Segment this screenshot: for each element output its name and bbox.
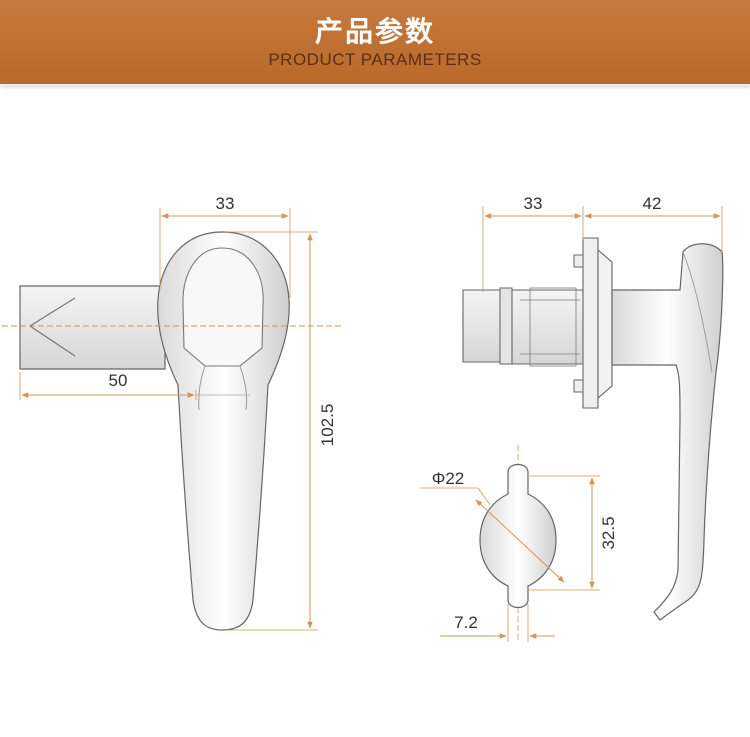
dim-side-shaft: 33 xyxy=(524,194,543,213)
front-shaft xyxy=(19,285,166,370)
cam-profile xyxy=(479,463,557,609)
page-subtitle: PRODUCT PARAMETERS xyxy=(268,50,482,69)
side-view: 33 42 xyxy=(462,194,724,621)
side-shaft xyxy=(511,289,584,365)
cam-end-view: Φ22 32.5 7.2 xyxy=(420,445,618,642)
side-handle xyxy=(611,243,724,621)
dim-front-shaft: 50 xyxy=(109,371,128,390)
dim-front-height: 102.5 xyxy=(318,404,337,447)
dim-front-width: 33 xyxy=(216,194,235,213)
side-flange xyxy=(582,237,599,409)
side-cam xyxy=(462,289,501,363)
header-divider xyxy=(0,84,750,86)
page-title: 产品参数 xyxy=(314,15,435,48)
dim-side-handle: 42 xyxy=(643,194,662,213)
front-view: 33 50 102.5 xyxy=(2,194,342,631)
dim-cam-diameter: Φ22 xyxy=(432,469,464,488)
dim-cam-width: 7.2 xyxy=(454,613,478,632)
dim-cam-height: 32.5 xyxy=(599,516,618,549)
header-banner xyxy=(0,0,750,84)
